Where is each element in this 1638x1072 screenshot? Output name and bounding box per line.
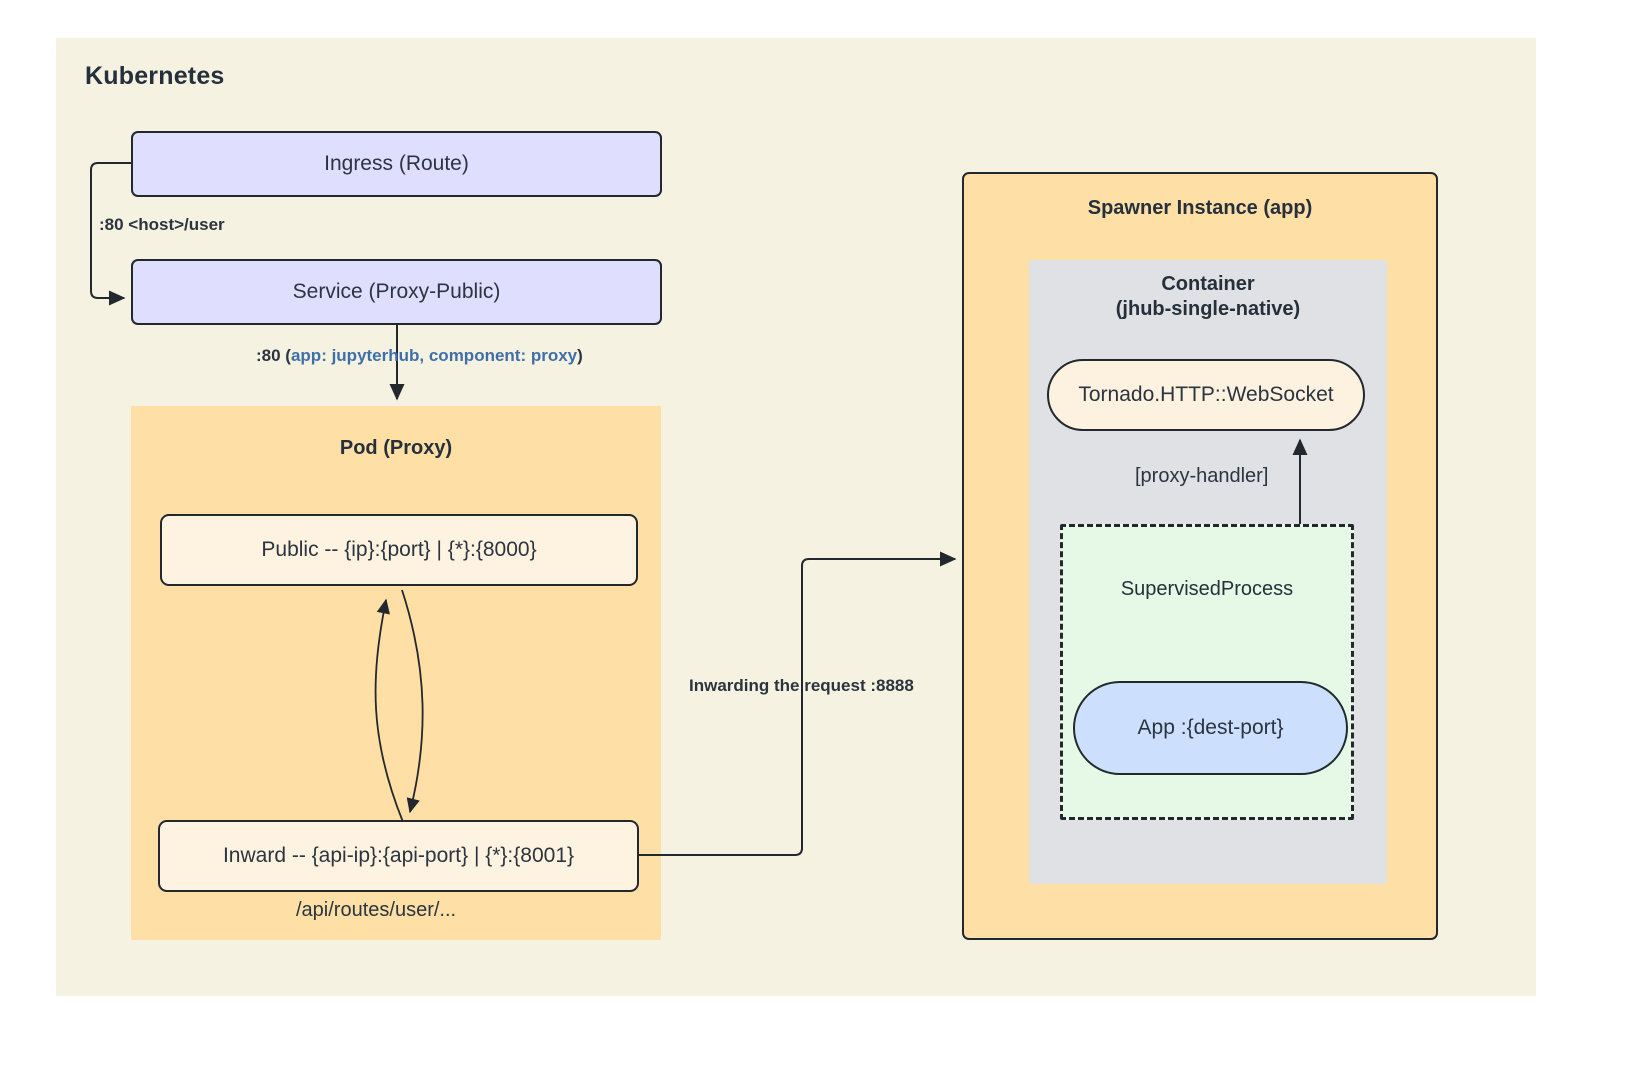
container-title-line-1: Container [1161, 273, 1255, 295]
node-service-proxy-public[interactable]: Service (Proxy-Public) [131, 259, 662, 325]
container-title-line-2: (jhub-single-native) [1115, 298, 1301, 320]
node-ingress-route-label: Ingress (Route) [324, 152, 469, 175]
edge-label-port-prefix: :80 ( [256, 346, 291, 365]
api-routes-caption: /api/routes/user/... [296, 899, 457, 921]
spawner-instance-group-title: Spawner Instance (app) [1087, 197, 1313, 219]
supervised-process-group [1060, 524, 1354, 820]
node-service-proxy-public-label: Service (Proxy-Public) [292, 280, 501, 303]
node-app-dest-port[interactable]: App :{dest-port} [1073, 681, 1348, 775]
edge-label-port-suffix: ) [577, 346, 583, 365]
node-inward-listener-label: Inward -- {api-ip}:{api-port} | {*}:{800… [222, 844, 575, 867]
edge-label-ingress-to-service: :80 <host>/user [99, 215, 225, 234]
node-ingress-route[interactable]: Ingress (Route) [131, 131, 662, 197]
edge-label-inward-to-spawner: Inwarding the request :8888 [689, 676, 914, 695]
node-public-listener[interactable]: Public -- {ip}:{port} | {*}:{8000} [160, 514, 638, 586]
node-tornado-websocket-label: Tornado.HTTP::WebSocket [1078, 383, 1334, 406]
edge-label-proxy-handler: [proxy-handler] [1135, 465, 1269, 487]
container-group-title: Container (jhub-single-native) [1029, 272, 1387, 322]
node-tornado-websocket[interactable]: Tornado.HTTP::WebSocket [1047, 359, 1365, 431]
kubernetes-group-title: Kubernetes [85, 62, 225, 90]
node-app-dest-port-label: App :{dest-port} [1137, 716, 1284, 739]
pod-proxy-group-title: Pod (Proxy) [339, 437, 453, 459]
edge-label-selector-meta: app: jupyterhub, component: proxy [290, 346, 578, 365]
edge-label-service-to-pod: :80 (app: jupyterhub, component: proxy) [256, 346, 583, 366]
supervised-process-label: SupervisedProcess [1120, 578, 1294, 600]
node-inward-listener[interactable]: Inward -- {api-ip}:{api-port} | {*}:{800… [158, 820, 639, 892]
node-public-listener-label: Public -- {ip}:{port} | {*}:{8000} [261, 538, 537, 561]
